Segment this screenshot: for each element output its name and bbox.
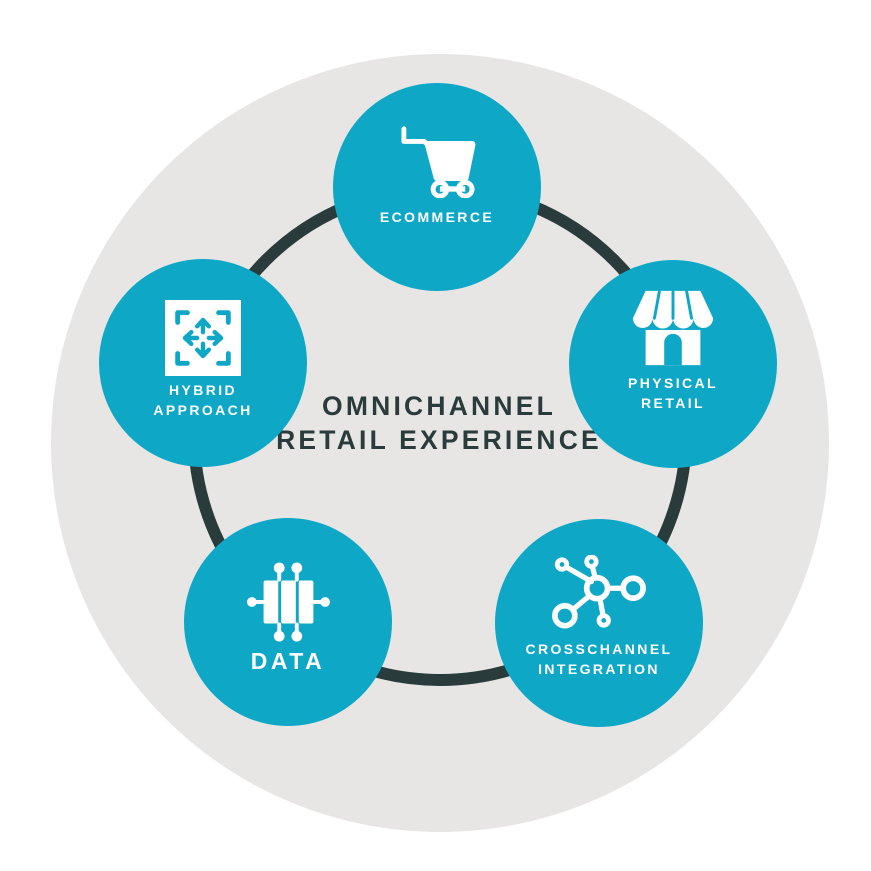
storefront-icon (632, 290, 714, 366)
node-label-ecommerce: ECOMMERCE (379, 209, 495, 225)
title-line-2: RETAIL EXPERIENCE (276, 425, 602, 455)
node-data[interactable]: DATA (184, 518, 392, 726)
node-label-physical-retail: PHYSICAL RETAIL (628, 375, 718, 411)
node-label-crosschannel-integration: CROSSCHANNEL INTEGRATION (525, 641, 673, 677)
node-label-hybrid-approach: HYBRID APPROACH (153, 382, 253, 418)
node-ecommerce[interactable]: ECOMMERCE (333, 83, 541, 291)
network-hub-icon (552, 555, 646, 629)
diagram-title: OMNICHANNEL RETAIL EXPERIENCE (276, 389, 602, 457)
shopping-cart-icon (401, 126, 476, 198)
node-label-data: DATA (250, 648, 326, 674)
node-crosschannel-integration[interactable]: CROSSCHANNEL INTEGRATION (495, 519, 703, 727)
expand-arrows-icon (165, 300, 241, 376)
data-bars-icon (246, 562, 330, 642)
title-line-1: OMNICHANNEL (322, 391, 556, 421)
node-physical-retail[interactable]: PHYSICAL RETAIL (569, 260, 777, 468)
node-hybrid-approach[interactable]: HYBRID APPROACH (99, 259, 307, 467)
